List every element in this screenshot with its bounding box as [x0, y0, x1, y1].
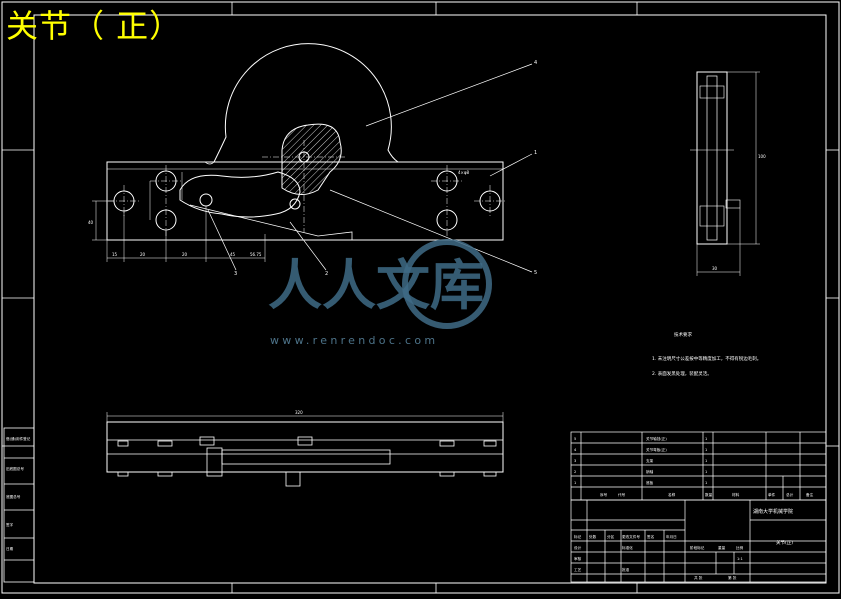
sig-approve: 批准: [622, 567, 630, 572]
sig-review: 审核: [574, 556, 582, 561]
balloon-3: 3: [234, 271, 237, 277]
scale-value: 1:1: [737, 557, 743, 561]
dim-20b: 20: [182, 252, 188, 257]
leader-lines: [207, 63, 533, 273]
bottom-view: [106, 412, 504, 487]
tech-item-2: 2. 表面发黑处理，装配灵活。: [652, 370, 712, 377]
balloon-labels: 4 1 5 2 3: [234, 60, 537, 277]
dim-20a: 20: [140, 252, 146, 257]
tech-item-1: 1. 未注明尺寸公差按中等精度加工，不得有锐边毛刺。: [652, 355, 761, 362]
sig-process: 工艺: [574, 567, 582, 572]
parts-list-text: 5 关节轴挡(正) 1 4 关节弯板(正) 1 3 支架 1 2 销轴 1 1 …: [574, 436, 814, 497]
parts-list: [570, 431, 827, 501]
inner-border: [33, 14, 827, 584]
header-total: 总计: [786, 492, 794, 497]
part-2-qty: 1: [705, 470, 707, 474]
front-dimensions: [92, 172, 266, 262]
part-3-name: 支架: [646, 458, 654, 463]
sheet-no: 第 张: [728, 575, 737, 580]
dim-side-width: 30: [712, 266, 718, 271]
part-3-qty: 1: [705, 459, 707, 463]
title-block: [570, 499, 827, 583]
left-stamp-text: 借(通)用件登记 旧底图总号 底图总号 签字 日期: [6, 436, 31, 551]
side-view: [690, 71, 760, 276]
part-2-no: 2: [574, 470, 576, 474]
drawing-name: 关节(正): [776, 539, 793, 546]
scale-label: 比例: [736, 545, 744, 550]
dim-40: 40: [88, 220, 94, 225]
part-4-no: 4: [574, 448, 577, 452]
balloon-4: 4: [534, 60, 537, 66]
disc-outline: [213, 43, 399, 163]
dim-45: 45: [230, 252, 236, 257]
stamp-row-4: 签字: [6, 522, 14, 527]
part-5-name: 关节轴挡(正): [646, 436, 667, 441]
sig-count: 处数: [589, 534, 597, 539]
part-3-no: 3: [574, 459, 576, 463]
header-unit: 单件: [768, 492, 776, 497]
stamp-row-3: 底图总号: [6, 494, 21, 499]
part-5-no: 5: [574, 437, 576, 441]
sheet-total: 共 张: [694, 575, 703, 580]
header-remark: 备注: [806, 492, 814, 497]
part-4-qty: 1: [705, 448, 707, 452]
balloon-1: 1: [534, 150, 537, 156]
dim-56-75: 56.75: [250, 252, 262, 257]
part-1-name: 底板: [646, 480, 654, 485]
stamp-row-5: 日期: [6, 546, 14, 551]
header-material: 材料: [732, 492, 740, 497]
header-code: 代号: [618, 492, 626, 497]
part-5-qty: 1: [705, 437, 707, 441]
part-1-qty: 1: [705, 481, 707, 485]
tech-heading: 技术要求: [674, 331, 692, 338]
hole-note: 4×φ8: [458, 170, 470, 175]
stamp-row-1: 借(通)用件登记: [6, 436, 31, 441]
watermark-url: www.renrendoc.com: [270, 334, 439, 347]
front-view: [92, 43, 533, 273]
dimension-texts: 15 20 20 45 56.75 40 4×φ8: [88, 170, 470, 257]
dim-15: 15: [112, 252, 118, 257]
part-1-no: 1: [574, 481, 576, 485]
tech-requirements: 技术要求 1. 未注明尺寸公差按中等精度加工，不得有锐边毛刺。 2. 表面发黑处…: [652, 331, 761, 377]
sig-design: 设计: [574, 545, 582, 550]
header-name: 名称: [668, 492, 676, 497]
stage-mark: 阶段标记: [690, 545, 705, 550]
lever-section: [281, 123, 342, 195]
balloon-2: 2: [325, 271, 328, 277]
header-qty: 数量: [705, 492, 713, 497]
drawing-title: 关节（ 正）: [6, 7, 183, 45]
company-name: 湖南大学机械学院: [753, 508, 793, 515]
dim-total-length: 320: [295, 410, 303, 415]
sig-sign: 签名: [647, 534, 655, 539]
weight: 重量: [718, 545, 726, 550]
sig-standard: 标准化: [622, 545, 633, 550]
title-block-text: 湖南大学机械学院 关节(正) 标记 处数 分区 更改文件号 签名 年月日 设计 …: [574, 508, 793, 580]
watermark-logo: 人人文库: [268, 239, 492, 329]
sig-zone: 分区: [607, 534, 615, 539]
left-stamp: [3, 427, 35, 583]
dim-side-height: 100: [758, 154, 766, 159]
sig-mark: 标记: [574, 534, 582, 539]
balloon-5: 5: [534, 270, 537, 276]
stamp-row-2: 旧底图总号: [6, 466, 24, 471]
sig-change-doc: 更改文件号: [622, 534, 640, 539]
header-no: 序号: [600, 492, 608, 497]
watermark-brand: 人人文库: [268, 254, 484, 317]
part-4-name: 关节弯板(正): [646, 447, 667, 452]
part-2-name: 销轴: [646, 469, 654, 474]
sig-date: 年月日: [666, 534, 677, 539]
